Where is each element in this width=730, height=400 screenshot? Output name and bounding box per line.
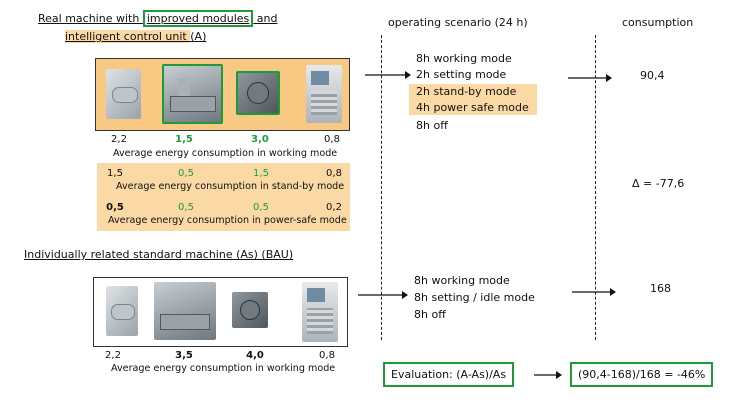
arrow-as-to-consumption xyxy=(572,288,616,296)
value-a-standby-3: 1,5 xyxy=(253,168,269,179)
scenario-as-line-2: 8h setting / idle mode xyxy=(414,291,535,304)
scenario-as-line-3: 8h off xyxy=(414,308,446,321)
value-a-working-4: 0,8 xyxy=(324,134,340,145)
value-a-working-2: 1,5 xyxy=(175,134,193,145)
value-a-working-3: 3,0 xyxy=(251,134,269,145)
control-cabinet-icon xyxy=(306,65,342,123)
value-a-powersafe-2: 0,5 xyxy=(178,202,194,213)
scenario-a-line-4: 4h power safe mode xyxy=(416,101,529,114)
value-a-standby-4: 0,8 xyxy=(326,168,342,179)
delta-value: Δ = -77,6 xyxy=(632,177,685,190)
gear-motor-icon xyxy=(232,292,268,328)
improved-modules-label: improved modules xyxy=(142,10,254,27)
evaluation-box: Evaluation: (A-As)/As xyxy=(383,362,515,387)
header-consumption: consumption xyxy=(622,16,694,29)
scenario-as-line-1: 8h working mode xyxy=(414,274,510,287)
label-as-working: Average energy consumption in working mo… xyxy=(111,363,336,374)
arrow-evaluation-to-result xyxy=(534,371,562,379)
arrow-as-to-scenario xyxy=(358,291,408,299)
standby-powersafe-block xyxy=(97,163,350,231)
arrow-a-to-scenario xyxy=(365,71,411,79)
title-machine-as: Individually related standard machine (A… xyxy=(24,248,294,261)
header-scenario: operating scenario (24 h) xyxy=(388,16,528,29)
scenario-a-line-5: 8h off xyxy=(416,119,448,132)
value-a-powersafe-4: 0,2 xyxy=(326,202,342,213)
scenario-a-highlight xyxy=(409,84,537,115)
value-a-working-1: 2,2 xyxy=(111,134,127,145)
consumption-a: 90,4 xyxy=(640,69,665,82)
divider-right xyxy=(595,35,596,340)
value-a-powersafe-1: 0,5 xyxy=(106,202,124,213)
arrow-a-to-consumption xyxy=(568,74,612,82)
value-as-working-2: 3,5 xyxy=(175,350,193,361)
control-cabinet-icon xyxy=(302,282,338,342)
label-a-powersafe: Average energy consumption in power-safe… xyxy=(108,215,347,226)
value-as-working-1: 2,2 xyxy=(105,350,121,361)
scenario-a-line-1: 8h working mode xyxy=(416,52,512,65)
result-box: (90,4-168)/168 = -46% xyxy=(570,362,714,387)
machine-a-image-panel xyxy=(95,58,350,131)
gear-motor-icon xyxy=(236,71,280,115)
machine-bed-icon xyxy=(154,282,216,340)
label-a-working: Average energy consumption in working mo… xyxy=(113,148,338,159)
spindle-motor-icon xyxy=(106,286,138,336)
value-as-working-3: 4,0 xyxy=(246,350,264,361)
label-a-standby: Average energy consumption in stand-by m… xyxy=(116,181,345,192)
title-machine-a-line2: intelligent control unit (A) xyxy=(65,30,207,43)
divider-left xyxy=(381,35,382,340)
value-as-working-4: 0,8 xyxy=(319,350,335,361)
title-machine-a: Real machine with improved modules and xyxy=(38,10,278,27)
value-a-powersafe-3: 0,5 xyxy=(253,202,269,213)
machine-as-image-panel xyxy=(93,277,348,347)
value-a-standby-1: 1,5 xyxy=(107,168,123,179)
machine-bed-icon xyxy=(162,64,223,124)
scenario-a-line-3: 2h stand-by mode xyxy=(416,85,517,98)
scenario-a-line-2: 2h setting mode xyxy=(416,68,507,81)
consumption-as: 168 xyxy=(650,282,671,295)
value-a-standby-2: 0,5 xyxy=(178,168,194,179)
spindle-motor-icon xyxy=(106,69,141,119)
